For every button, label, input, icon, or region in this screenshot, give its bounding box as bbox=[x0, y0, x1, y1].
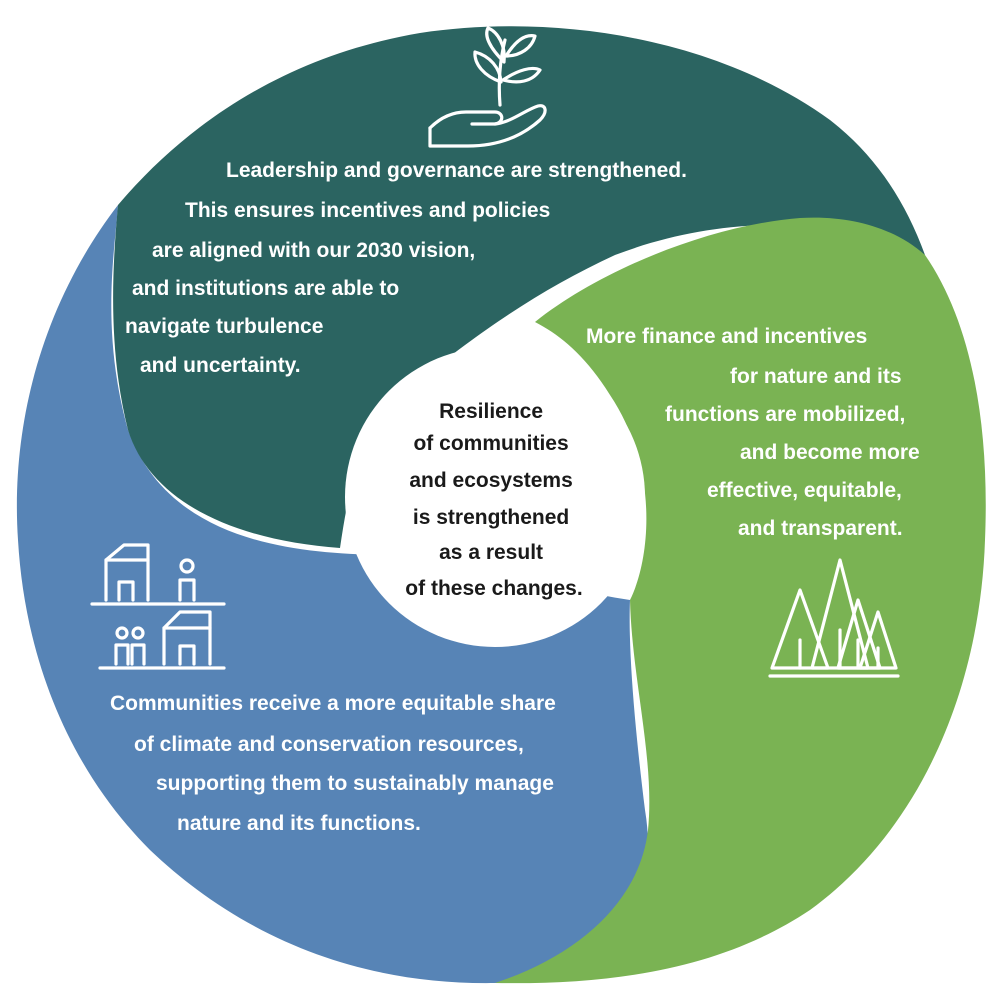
finance-text: More finance and incentives for nature a… bbox=[586, 325, 926, 540]
communities-line: nature and its functions. bbox=[177, 812, 421, 835]
center-line: as a result bbox=[439, 541, 543, 564]
governance-line: and uncertainty. bbox=[140, 354, 301, 377]
governance-line: are aligned with our 2030 vision, bbox=[152, 239, 475, 262]
communities-line: Communities receive a more equitable sha… bbox=[110, 692, 556, 715]
governance-line: navigate turbulence bbox=[125, 315, 323, 338]
forest-trees-icon bbox=[768, 558, 900, 678]
finance-line: for nature and its bbox=[730, 365, 902, 388]
communities-line: supporting them to sustainably manage bbox=[156, 772, 554, 795]
governance-line: Leadership and governance are strengthen… bbox=[226, 159, 687, 182]
center-line: is strengthened bbox=[413, 506, 569, 529]
finance-line: and become more bbox=[740, 441, 920, 464]
center-circle bbox=[345, 347, 645, 647]
finance-line: More finance and incentives bbox=[586, 325, 867, 348]
governance-line: This ensures incentives and policies bbox=[185, 199, 550, 222]
center-line: and ecosystems bbox=[409, 469, 572, 492]
center-line: of these changes. bbox=[405, 577, 582, 600]
communities-text: Communities receive a more equitable sha… bbox=[110, 692, 562, 835]
governance-line: and institutions are able to bbox=[132, 277, 399, 300]
center-line: Resilience bbox=[439, 400, 543, 423]
center-line: of communities bbox=[413, 432, 568, 455]
hand-sprout-icon bbox=[428, 26, 547, 148]
finance-segment bbox=[495, 217, 986, 984]
governance-segment bbox=[113, 26, 926, 548]
finance-line: functions are mobilized, bbox=[665, 403, 905, 426]
center-text: Resilience of communities and ecosystems… bbox=[405, 400, 582, 600]
governance-text: Leadership and governance are strengthen… bbox=[125, 159, 693, 377]
houses-people-icon bbox=[90, 543, 226, 670]
finance-line: and transparent. bbox=[738, 517, 903, 540]
communities-segment bbox=[16, 205, 648, 984]
communities-line: of climate and conservation resources, bbox=[134, 733, 524, 756]
finance-line: effective, equitable, bbox=[707, 479, 902, 502]
